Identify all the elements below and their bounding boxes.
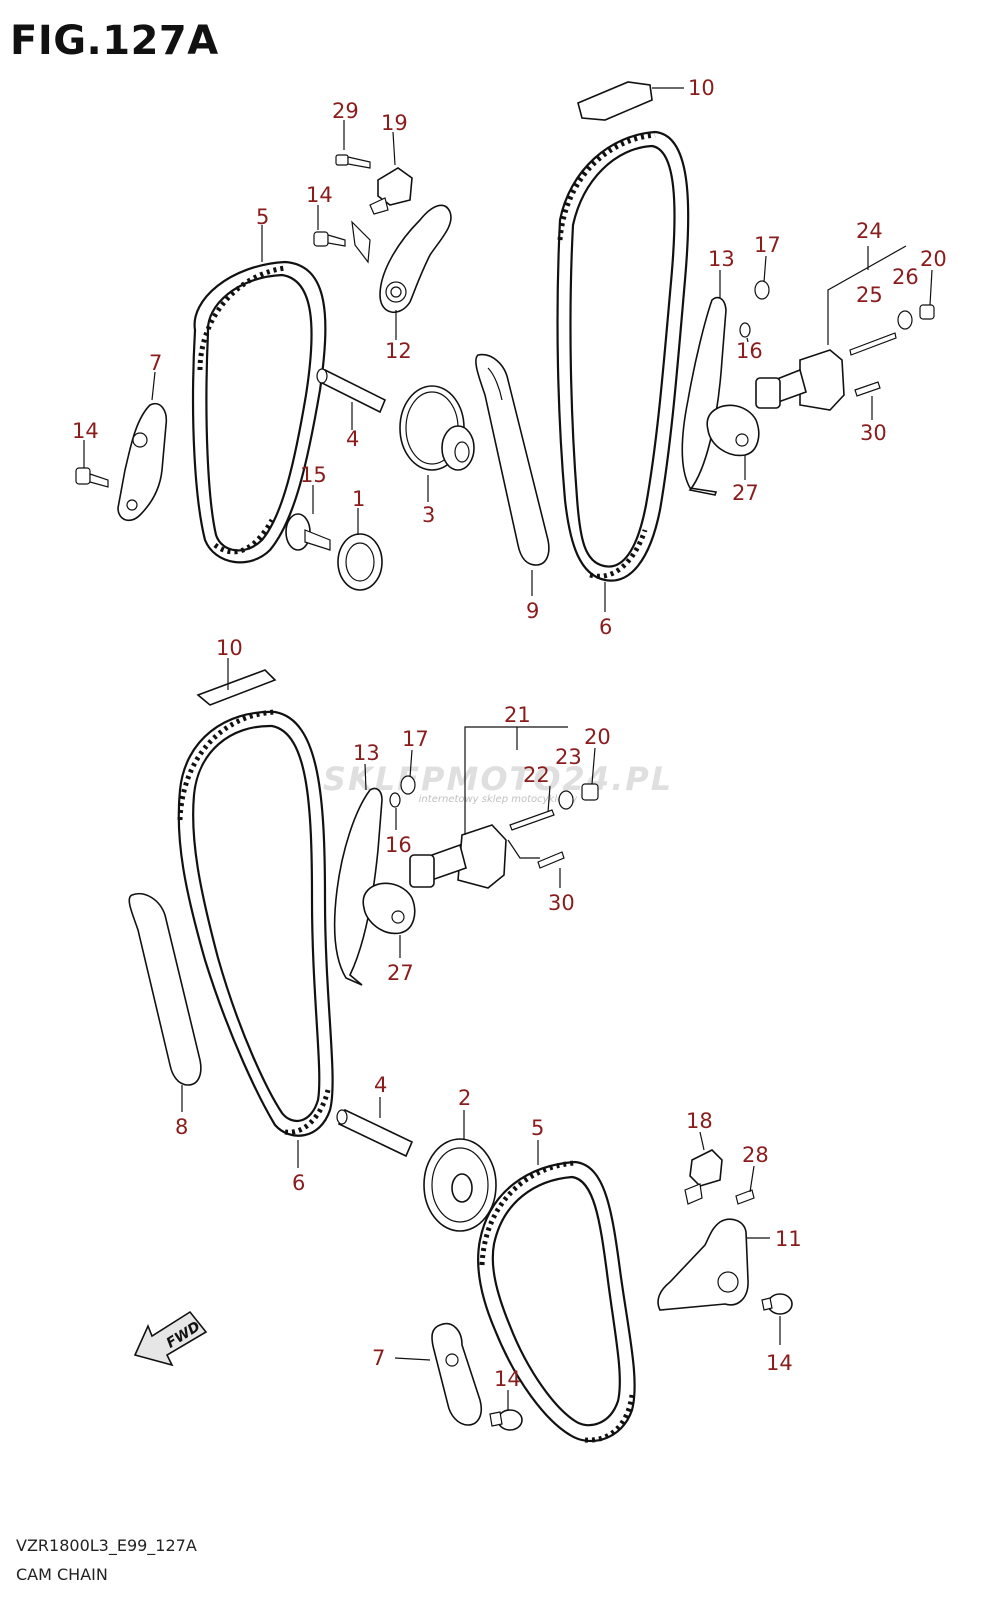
idler-gear-2 — [423, 1138, 497, 1232]
callout-7: 7 — [372, 1346, 385, 1370]
callout-16: 16 — [736, 339, 763, 363]
callout-8: 8 — [175, 1115, 188, 1139]
callout-25: 25 — [856, 283, 883, 307]
chain-guide-8 — [128, 893, 202, 1086]
washer-23 — [558, 790, 574, 810]
bolt-14-upper-a — [313, 231, 346, 247]
bolt-29 — [335, 154, 371, 169]
callout-21: 21 — [504, 703, 531, 727]
gasket-27-lower — [362, 882, 416, 935]
callout-4: 4 — [374, 1073, 387, 1097]
callout-28: 28 — [742, 1143, 769, 1167]
callout-14: 14 — [766, 1351, 793, 1375]
chain-guide-10-upper — [577, 81, 653, 121]
idler-gear-3 — [399, 385, 475, 471]
callout-27: 27 — [732, 481, 759, 505]
chain-guide-7-upper — [117, 403, 168, 522]
callout-29: 29 — [332, 99, 359, 123]
washer-16-upper — [739, 322, 751, 338]
bolt-14-upper-b — [75, 467, 109, 488]
callout-10: 10 — [688, 76, 715, 100]
callout-16: 16 — [385, 833, 412, 857]
shaft-4-upper — [316, 368, 387, 414]
callout-22: 22 — [523, 763, 550, 787]
washer-16-lower — [389, 792, 401, 808]
callout-17: 17 — [402, 727, 429, 751]
bracket-19 — [369, 167, 413, 215]
callout-30: 30 — [860, 421, 887, 445]
bracket-18 — [684, 1149, 723, 1205]
callout-24: 24 — [856, 219, 883, 243]
cam-chain-5-lower — [477, 1160, 636, 1443]
callout-23: 23 — [555, 745, 582, 769]
callout-20: 20 — [920, 247, 947, 271]
bolt-14-lower-a — [761, 1293, 793, 1315]
bolt-15 — [285, 513, 331, 551]
callout-15: 15 — [300, 463, 327, 487]
tensioner-24 — [755, 349, 845, 411]
bolt-20-upper — [919, 304, 935, 320]
cam-chain-6-upper — [556, 130, 690, 582]
callout-7: 7 — [149, 351, 162, 375]
callout-5: 5 — [256, 205, 269, 229]
watermark-tagline: internetowy sklep motocyklowy — [418, 794, 578, 805]
callout-27: 27 — [387, 961, 414, 985]
bolt-22 — [509, 809, 555, 831]
fwd-arrow: FWD — [133, 1310, 208, 1367]
chain-guide-9 — [475, 353, 550, 566]
chain-guide-10-lower — [196, 669, 277, 706]
cam-chain-5-upper — [191, 260, 327, 564]
bolt-28 — [735, 1189, 755, 1205]
tensioner-guide-11 — [657, 1218, 749, 1311]
cam-chain-6-lower — [177, 709, 334, 1137]
chain-guide-7-lower — [431, 1323, 483, 1426]
tensioner-21 — [409, 824, 507, 889]
callout-1: 1 — [352, 487, 365, 511]
washer-26 — [897, 310, 913, 330]
gasket-27-upper — [706, 404, 760, 457]
bolt-25 — [849, 332, 897, 356]
tensioner-arm-13-upper — [681, 296, 727, 496]
callouts-lower: 10 13 17 16 21 20 23 22 30 27 8 6 4 2 5 … — [175, 636, 802, 1391]
bearing-1 — [337, 533, 383, 591]
callouts-upper: 29 19 14 5 12 7 14 4 15 1 3 9 6 10 13 17… — [72, 76, 947, 639]
tensioner-guide-12 — [351, 204, 452, 313]
callout-4: 4 — [346, 427, 359, 451]
callout-26: 26 — [892, 265, 919, 289]
callout-13: 13 — [708, 247, 735, 271]
callout-2: 2 — [458, 1086, 471, 1110]
callout-12: 12 — [385, 339, 412, 363]
callout-10: 10 — [216, 636, 243, 660]
callout-9: 9 — [526, 599, 539, 623]
shaft-4-lower — [336, 1108, 414, 1158]
tensioner-arm-13-lower — [333, 787, 383, 986]
nut-17-lower — [400, 775, 416, 795]
callout-11: 11 — [775, 1227, 802, 1251]
diagram-code: VZR1800L3_E99_127A — [16, 1536, 197, 1555]
bolt-20-lower — [581, 783, 599, 801]
diagram-title: CAM CHAIN — [16, 1565, 108, 1584]
callout-20: 20 — [584, 725, 611, 749]
callout-6: 6 — [292, 1171, 305, 1195]
figure-title: FIG.127A — [10, 18, 219, 64]
callout-19: 19 — [381, 111, 408, 135]
callout-14: 14 — [494, 1367, 521, 1391]
callout-13: 13 — [353, 741, 380, 765]
nut-17-upper — [754, 280, 770, 300]
callout-17: 17 — [754, 233, 781, 257]
callout-6: 6 — [599, 615, 612, 639]
callout-18: 18 — [686, 1109, 713, 1133]
bolt-30-upper — [854, 381, 881, 397]
bolt-30-lower — [537, 851, 565, 869]
callout-3: 3 — [422, 503, 435, 527]
leader-lines — [83, 87, 933, 1410]
callout-14: 14 — [72, 419, 99, 443]
callout-30: 30 — [548, 891, 575, 915]
callout-14: 14 — [306, 183, 333, 207]
callout-5: 5 — [531, 1116, 544, 1140]
bolt-14-lower-b — [489, 1409, 523, 1431]
